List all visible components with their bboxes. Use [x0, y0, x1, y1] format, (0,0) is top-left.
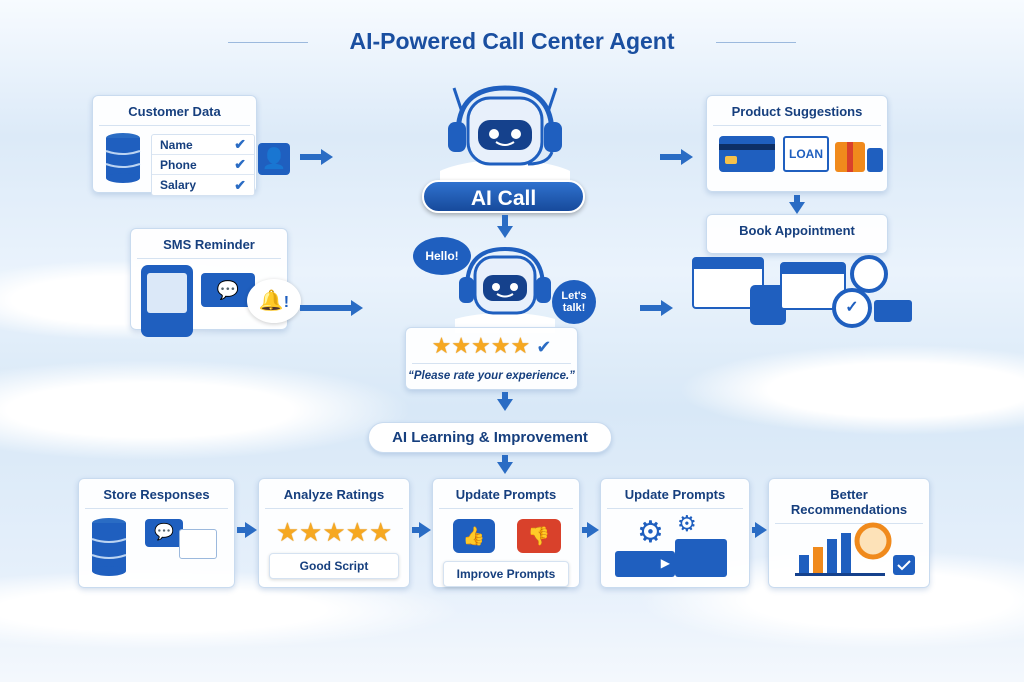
arrow-head	[419, 522, 431, 538]
arrow	[502, 392, 508, 400]
gift-icon	[835, 142, 865, 172]
arrow	[502, 455, 508, 463]
card-title: Customer Data	[99, 96, 250, 126]
arrow	[582, 527, 588, 533]
ai-call-button[interactable]: AI Call	[422, 180, 585, 213]
rating-prompt: “Please rate your experience.”	[408, 370, 575, 382]
arrow	[752, 527, 756, 533]
card-title: Analyze Ratings	[265, 479, 403, 509]
document-icon	[179, 529, 217, 559]
hello-speech-bubble: Hello!	[413, 237, 471, 275]
divider	[228, 42, 308, 43]
settings-sliders-icon	[675, 539, 727, 577]
good-script-label: Good Script	[269, 553, 399, 579]
bar-chart-growth-icon	[795, 522, 915, 576]
chat-icon: 💬	[145, 519, 183, 547]
arrow-head	[789, 202, 805, 214]
arrow-head	[755, 522, 767, 538]
database-icon	[105, 133, 141, 183]
field-label: Name	[160, 137, 193, 152]
arrow	[300, 154, 322, 160]
arrow-head	[497, 399, 513, 411]
step-analyze-ratings: Analyze Ratings ★★★★★ Good Script	[258, 478, 410, 588]
sms-reminder-card: SMS Reminder 💬 🔔!	[130, 228, 301, 337]
field-list: Name ✔ Phone ✔ Salary ✔	[151, 134, 255, 196]
arrow	[412, 527, 420, 533]
arrow-head	[351, 300, 363, 316]
field-row: Name ✔	[152, 135, 254, 155]
card-title: Book Appointment	[739, 223, 855, 238]
step-store-responses: Store Responses 💬	[78, 478, 235, 588]
arrow	[300, 305, 352, 311]
rating-card: ★★★★★ ✔ “Please rate your experience.”	[405, 327, 578, 390]
field-label: Salary	[160, 178, 197, 192]
step-update-prompts: Update Prompts 👍 👎 Improve Prompts	[432, 478, 580, 588]
card-title: Product Suggestions	[713, 96, 881, 126]
product-suggestions-card: Product Suggestions LOAN	[706, 95, 888, 192]
check-icon: ✔	[234, 136, 246, 152]
video-play-icon: ▶	[615, 551, 675, 577]
page-title: AI-Powered Call Center Agent	[349, 28, 675, 54]
step-better-recommendations: Better Recommendations	[768, 478, 930, 588]
gift-box-icon	[867, 148, 883, 172]
thumbs-down-icon: 👎	[517, 519, 561, 553]
card-title: Store Responses	[85, 479, 228, 509]
book-appointment-card: Book Appointment	[706, 214, 888, 254]
thumbs-up-icon: 👍	[453, 519, 495, 553]
check-icon: ✔	[234, 156, 246, 172]
improve-prompts-label: Improve Prompts	[443, 561, 569, 587]
field-row: Salary ✔	[152, 175, 254, 195]
star-rating[interactable]: ★★★★★ ✔	[412, 328, 571, 364]
gear-icon: ⚙	[677, 511, 697, 536]
arrow	[502, 215, 508, 227]
step-update-prompts-2: Update Prompts ⚙ ⚙ ▶	[600, 478, 750, 588]
arrow	[640, 305, 662, 311]
message-icon	[874, 300, 912, 322]
bell-alert-icon: 🔔!	[247, 279, 301, 323]
arrow	[794, 195, 800, 203]
smartphone-icon	[141, 265, 193, 337]
arrow-head	[245, 522, 257, 538]
ai-learning-label: AI Learning & Improvement	[368, 422, 612, 453]
arrow	[660, 154, 682, 160]
card-title: SMS Reminder	[137, 229, 281, 259]
clock-icon	[850, 255, 888, 293]
robot-agent-icon	[440, 85, 570, 182]
lets-talk-speech-bubble: Let's talk!	[552, 280, 596, 324]
arrow	[237, 527, 247, 533]
arrow-head	[321, 149, 333, 165]
loan-document-icon: LOAN	[783, 136, 829, 172]
arrow-head	[587, 522, 599, 538]
arrow-head	[497, 226, 513, 238]
card-title: Update Prompts	[439, 479, 573, 509]
arrow-head	[661, 300, 673, 316]
stars-icon: ★★★★★	[275, 517, 393, 547]
credit-card-icon	[719, 136, 775, 172]
card-title: Better Recommendations	[775, 479, 923, 524]
chat-bubble-icon: 💬	[201, 273, 255, 307]
divider	[716, 42, 796, 43]
arrow-head	[497, 462, 513, 474]
field-label: Phone	[160, 157, 197, 172]
customer-data-card: Customer Data Name ✔ Phone ✔ Salary ✔	[92, 95, 257, 196]
user-icon: 👤	[258, 143, 290, 175]
arrow-head	[681, 149, 693, 165]
field-row: Phone ✔	[152, 155, 254, 175]
clock-check-icon: ✓	[832, 288, 872, 328]
stars-icon: ★★★★★	[431, 333, 531, 358]
card-title: Update Prompts	[607, 479, 743, 509]
gear-icon: ⚙	[637, 516, 664, 549]
check-icon: ✔	[536, 337, 552, 357]
database-icon	[91, 518, 127, 576]
check-icon: ✔	[234, 176, 246, 193]
